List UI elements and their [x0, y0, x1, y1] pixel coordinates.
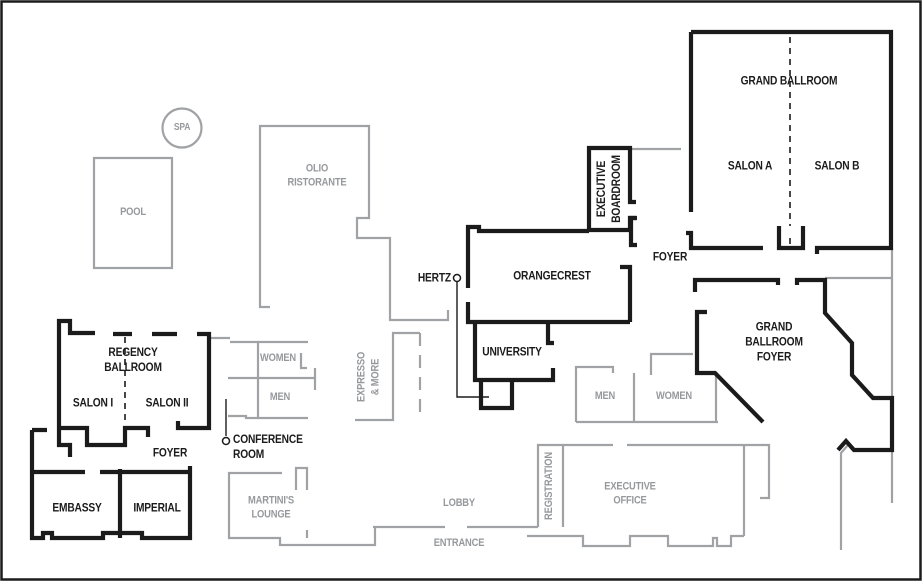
west-restrooms: [228, 340, 317, 420]
expresso-stand: [355, 331, 420, 422]
room-label-pool: POOL: [120, 206, 146, 219]
room-label-entrance: ENTRANCE: [433, 537, 485, 550]
room-label-orangecrest: ORANGECREST: [513, 268, 591, 283]
room-label-martinis-lounge: MARTINI'S LOUNGE: [248, 494, 294, 520]
room-label-lobby: LOBBY: [443, 497, 475, 510]
room-label-women-east: WOMEN: [655, 390, 693, 403]
embassy-imperial-walls: [29, 427, 193, 541]
room-label-grand-ballroom-foyer: GRAND BALLROOM FOYER: [745, 319, 803, 364]
room-label-executive-office: EXECUTIVE OFFICE: [604, 480, 656, 506]
room-label-executive-boardroom: EXECUTIVE BOARDROOM: [594, 155, 623, 223]
room-label-spa: SPA: [173, 121, 191, 133]
room-label-university: UNIVERSITY: [482, 344, 542, 359]
leader-lines: [225, 282, 489, 436]
room-label-men-west: MEN: [269, 391, 291, 404]
room-label-men-east: MEN: [594, 390, 616, 403]
hertz-room-walls: [478, 380, 515, 411]
regency-ballroom-walls: [56, 318, 212, 457]
gray-walls: [92, 107, 894, 550]
executive-office-walls: [527, 443, 771, 548]
room-dividers-dashed: [124, 37, 791, 424]
room-label-regency-ballroom: REGENCY BALLROOM: [104, 345, 162, 374]
hertz-leader-line: [456, 282, 489, 398]
martinis-walls: [227, 466, 377, 547]
room-label-salon-ii: SALON II: [145, 395, 189, 410]
black-walls: [29, 29, 895, 541]
pool-outline: [92, 156, 174, 270]
room-label-foyer-grand: FOYER: [652, 249, 688, 264]
conference-marker: [221, 436, 231, 446]
grand-ballroom-walls: [686, 29, 894, 254]
room-label-salon-i: SALON I: [72, 395, 114, 410]
spa-circle: [161, 107, 203, 149]
east-restrooms: [574, 352, 718, 424]
grand-foyer-walls: [692, 277, 895, 453]
hertz-marker: [452, 273, 462, 283]
room-label-salon-b: SALON B: [814, 158, 860, 173]
room-label-salon-a: SALON A: [727, 158, 773, 173]
room-label-embassy: EMBASSY: [52, 500, 102, 515]
orangecrest-walls: [465, 215, 637, 346]
room-label-foyer-regency: FOYER: [152, 445, 188, 460]
room-label-expresso-and-more: EXPRESSO & MORE: [355, 351, 381, 403]
room-label-imperial: IMPERIAL: [133, 500, 181, 515]
room-label-conference-room: CONFERENCE ROOM: [233, 432, 303, 461]
olio-walls: [258, 124, 450, 322]
room-label-grand-ballroom: GRAND BALLROOM: [740, 73, 838, 88]
room-label-registration: REGISTRATION: [543, 452, 556, 520]
room-label-hertz: HERTZ: [417, 270, 451, 285]
registration-walls: [536, 443, 613, 527]
room-label-women-west: WOMEN: [259, 352, 297, 365]
room-label-olio-ristorante: OLIO RISTORANTE: [287, 162, 347, 188]
